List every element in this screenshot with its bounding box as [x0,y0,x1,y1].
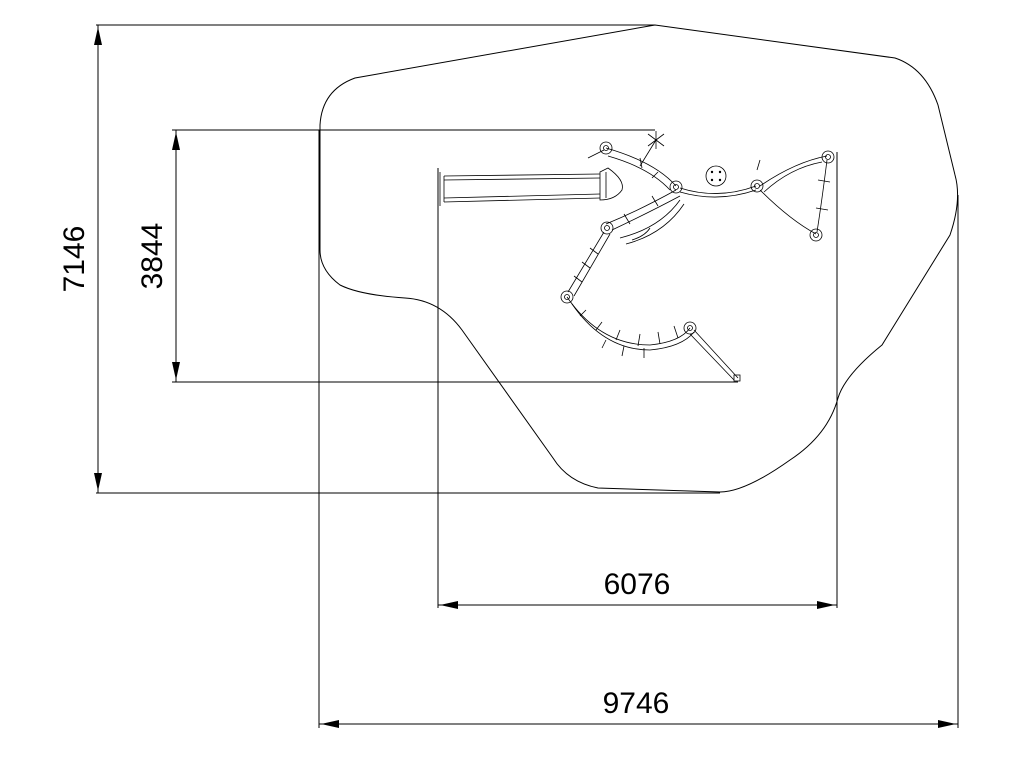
post-net-bottom [809,228,823,242]
toy-panel [705,165,727,187]
post-top-right [821,150,835,164]
dimension-label-overall-height: 7146 [58,226,91,293]
ramp-lower-right [689,329,741,382]
net-anchor [587,131,665,167]
slide-chute [439,167,623,206]
playground-equipment [439,131,835,382]
dimension-equipment-width: 6076 [437,152,838,609]
post-left-middle [600,221,614,235]
post-top-left [599,141,613,155]
rope-bridge-right [679,185,757,198]
ladder-bridge-left [567,231,611,297]
dimension-label-equipment-height: 3844 [136,223,169,290]
post-lower-left [560,290,574,304]
dimension-overall-height: 7146 [58,24,720,494]
dimension-label-equipment-width: 6076 [604,568,671,601]
deck-arc [605,189,685,245]
curved-bridge-upper [605,147,677,191]
curved-walkway-lower [566,296,695,358]
post-right-middle [750,159,764,193]
post-center [669,180,683,194]
safety-zone-outline [319,24,959,493]
dimension-overall-width: 9746 [318,130,959,728]
dimension-label-overall-width: 9746 [603,687,670,720]
net-triangle-right [759,155,831,235]
dimension-equipment-height: 3844 [136,129,738,383]
